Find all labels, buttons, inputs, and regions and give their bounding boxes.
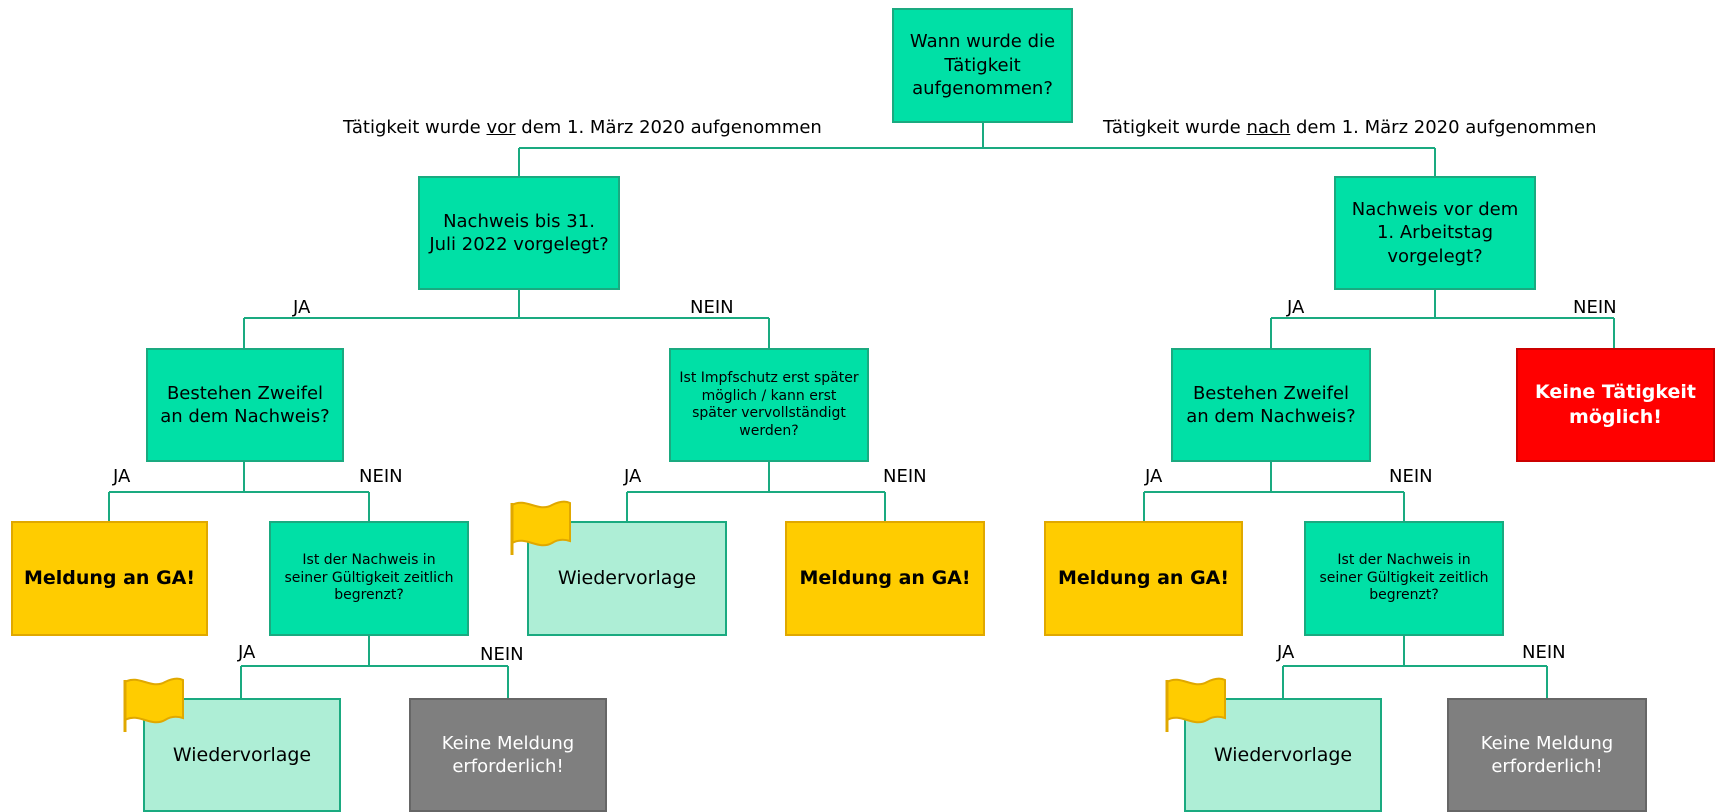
root-question: Wann wurde die Tätigkeit aufgenommen? (892, 8, 1073, 123)
branch-label-after-key: nach (1246, 117, 1291, 138)
left-q1-no-label: NEIN (690, 297, 734, 318)
root-question-text: Wann wurde die Tätigkeit aufgenommen? (909, 31, 1056, 100)
left-q3-no-label: NEIN (480, 644, 524, 665)
right-report-text: Meldung an GA! (1057, 567, 1230, 590)
right-q1-text: Nachweis vor dem 1. Arbeitstag vorgelegt… (1351, 198, 1519, 267)
flag-icon (1165, 677, 1226, 732)
right-followup-box: Wiedervorlage (1184, 698, 1382, 812)
left-q4-yes-label: JA (624, 466, 642, 487)
left-report-box-1: Meldung an GA! (11, 521, 208, 636)
right-q3-yes-label: JA (1277, 642, 1295, 663)
left-q3-yes-label: JA (238, 642, 256, 663)
branch-label-before-post: dem 1. März 2020 aufgenommen (515, 117, 822, 138)
right-followup-text: Wiedervorlage (1213, 743, 1353, 766)
left-no-report-text: Keine Meldung erforderlich! (441, 732, 575, 777)
branch-label-after-pre: Tätigkeit wurde (1103, 117, 1247, 138)
right-q2-text: Bestehen Zweifel an dem Nachweis? (1186, 382, 1356, 427)
right-q2-no-label: NEIN (1389, 466, 1433, 487)
left-no-report-box: Keine Meldung erforderlich! (409, 698, 607, 812)
right-stop-text: Keine Tätigkeit möglich! (1535, 381, 1696, 428)
left-q2-no-label: NEIN (359, 466, 403, 487)
left-q2-box: Bestehen Zweifel an dem Nachweis? (146, 348, 344, 462)
right-q3-no-label: NEIN (1522, 642, 1566, 663)
left-q3-text: Ist der Nachweis in seiner Gültigkeit ze… (284, 552, 454, 604)
branch-label-before-key: vor (486, 117, 516, 138)
left-q2-yes-label: JA (113, 466, 131, 487)
right-q1-yes-label: JA (1287, 297, 1305, 318)
right-no-report-box: Keine Meldung erforderlich! (1447, 698, 1647, 812)
branch-label-after: Tätigkeit wurde nach dem 1. März 2020 au… (1103, 117, 1597, 138)
left-q4-no-label: NEIN (883, 466, 927, 487)
left-q4-text: Ist Impfschutz erst später möglich / kan… (679, 370, 859, 439)
flag-icon (123, 677, 184, 732)
right-q2-yes-label: JA (1145, 466, 1163, 487)
flag-icon (510, 500, 571, 555)
left-report-box-2: Meldung an GA! (785, 521, 985, 636)
left-report-text-2: Meldung an GA! (799, 567, 971, 590)
left-q3-box: Ist der Nachweis in seiner Gültigkeit ze… (269, 521, 469, 636)
left-q1-box: Nachweis bis 31. Juli 2022 vorgelegt? (418, 176, 620, 290)
left-followup-text-1: Wiedervorlage (172, 743, 312, 766)
branch-label-before: Tätigkeit wurde vor dem 1. März 2020 auf… (343, 117, 822, 138)
right-q2-box: Bestehen Zweifel an dem Nachweis? (1171, 348, 1371, 462)
right-q3-box: Ist der Nachweis in seiner Gültigkeit ze… (1304, 521, 1504, 636)
right-q3-text: Ist der Nachweis in seiner Gültigkeit ze… (1319, 552, 1489, 604)
left-report-text-1: Meldung an GA! (23, 567, 196, 590)
right-no-report-text: Keine Meldung erforderlich! (1480, 732, 1614, 777)
branch-label-after-post: dem 1. März 2020 aufgenommen (1290, 117, 1597, 138)
left-q2-text: Bestehen Zweifel an dem Nachweis? (160, 382, 330, 427)
right-report-box: Meldung an GA! (1044, 521, 1243, 636)
left-q1-yes-label: JA (293, 297, 311, 318)
left-q4-box: Ist Impfschutz erst später möglich / kan… (669, 348, 869, 462)
right-stop-box: Keine Tätigkeit möglich! (1516, 348, 1715, 462)
right-q1-no-label: NEIN (1573, 297, 1617, 318)
left-followup-text-2: Wiedervorlage (557, 567, 697, 590)
right-q1-box: Nachweis vor dem 1. Arbeitstag vorgelegt… (1334, 176, 1536, 290)
left-q1-text: Nachweis bis 31. Juli 2022 vorgelegt? (429, 210, 609, 255)
branch-label-before-pre: Tätigkeit wurde (343, 117, 487, 138)
